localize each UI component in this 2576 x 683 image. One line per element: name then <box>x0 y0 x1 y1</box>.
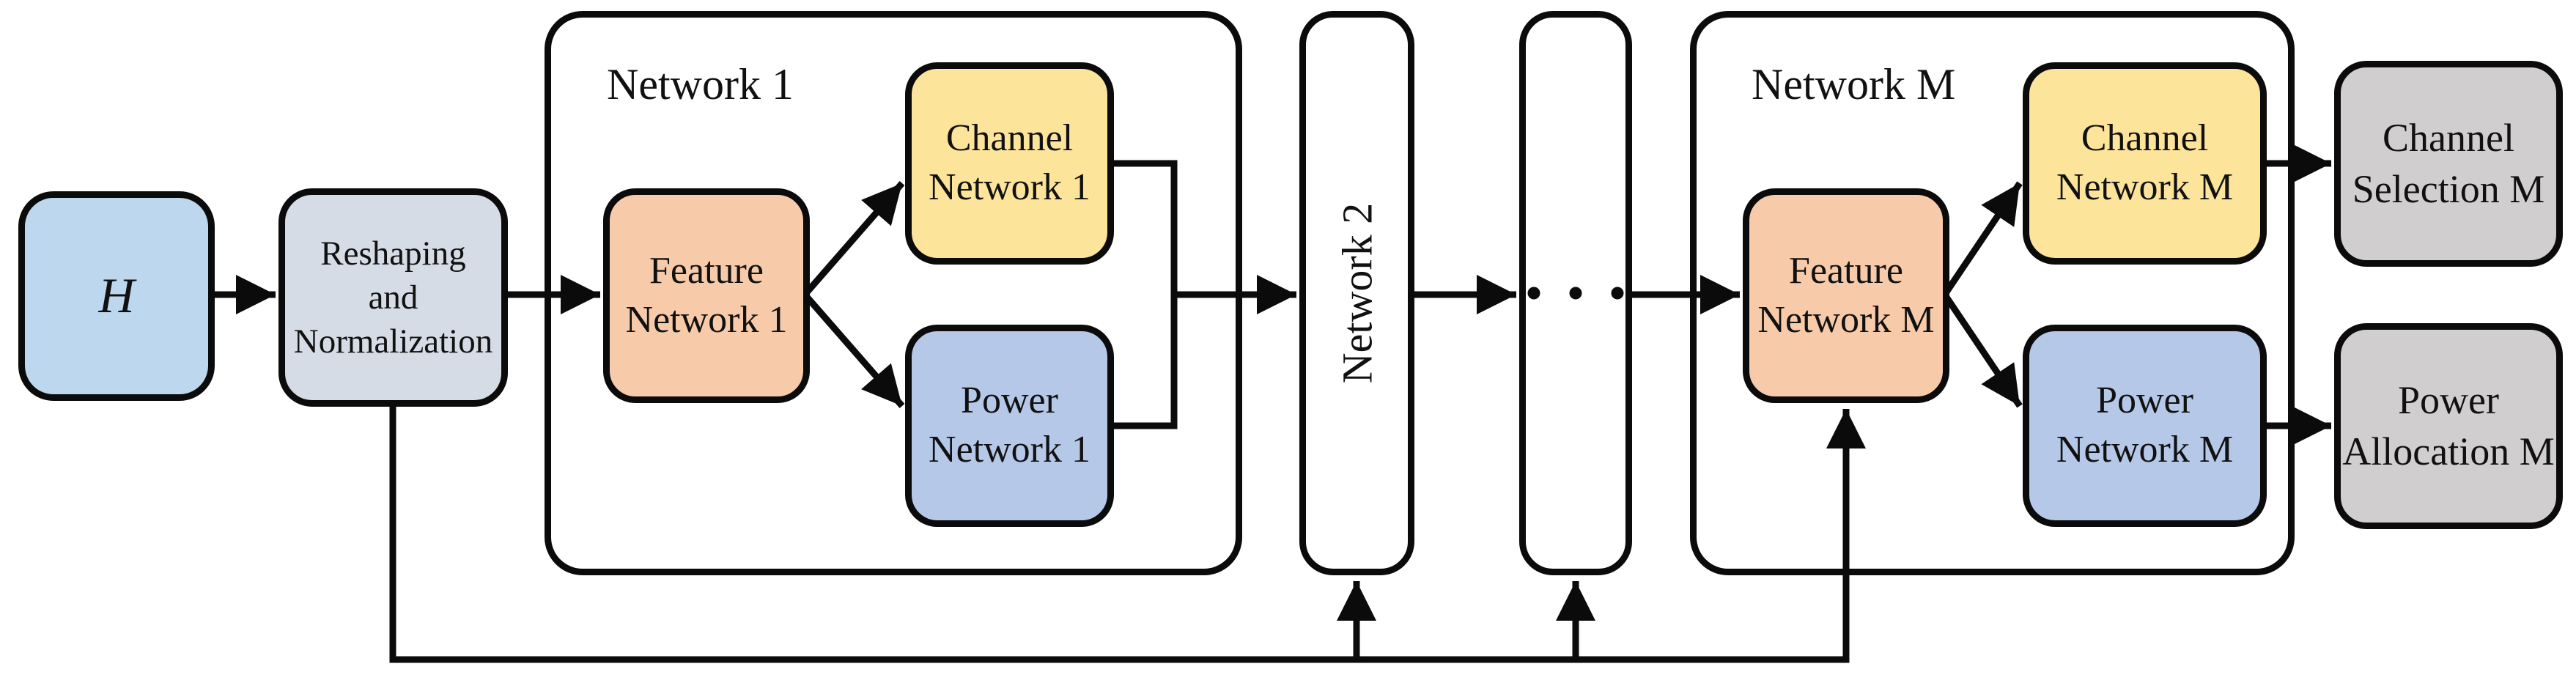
preprocess-label: Reshaping and Normalization <box>293 234 493 361</box>
ellipsis-dot <box>1527 287 1540 300</box>
ellipsis-icon <box>1527 287 1624 300</box>
channel-networkM-label: Channel Network M <box>2056 117 2234 208</box>
channel-network1-box: Channel Network 1 <box>905 62 1114 265</box>
channel-network1-label: Channel Network 1 <box>929 117 1090 208</box>
power-networkM-box: Power Network M <box>2023 325 2267 527</box>
networkM-title: Network M <box>1752 60 1956 108</box>
channel-networkM-box: Channel Network M <box>2023 62 2267 265</box>
power-network1-label: Power Network 1 <box>929 380 1090 470</box>
feature-networkM-label: Feature Network M <box>1757 249 1935 341</box>
hidden-networks-box <box>1519 11 1632 575</box>
power-allocation-label: Power Allocation M <box>2342 378 2555 473</box>
input-h-label: H <box>98 267 135 324</box>
network2-label: Network 2 <box>1333 202 1381 384</box>
channel-selection-box: Channel Selection M <box>2334 61 2563 267</box>
feature-networkM-box: Feature Network M <box>1743 188 1949 403</box>
power-networkM-label: Power Network M <box>2056 380 2234 470</box>
power-network1-box: Power Network 1 <box>905 325 1114 527</box>
preprocess-box: Reshaping and Normalization <box>278 188 508 407</box>
ellipsis-dot <box>1569 287 1582 300</box>
ellipsis-dot <box>1611 287 1624 300</box>
network2-box: Network 2 <box>1299 11 1414 575</box>
feature-network1-box: Feature Network 1 <box>603 188 810 403</box>
power-allocation-box: Power Allocation M <box>2334 323 2563 529</box>
network1-title: Network 1 <box>607 60 794 108</box>
channel-selection-label: Channel Selection M <box>2352 116 2545 211</box>
input-h-box: H <box>18 191 215 401</box>
feature-network1-label: Feature Network 1 <box>625 249 788 341</box>
